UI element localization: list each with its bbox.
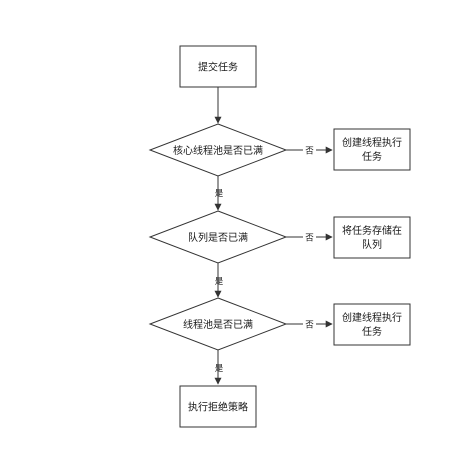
node-store-in-queue: 将任务存储在 队列 bbox=[333, 216, 411, 259]
edge-label-no-2: 否 bbox=[305, 234, 314, 244]
node-store-in-queue-line1: 将任务存储在 bbox=[342, 224, 402, 237]
node-reject-policy: 执行拒绝策略 bbox=[179, 385, 257, 428]
decision-core-pool-full: 核心线程池是否已满 bbox=[148, 123, 288, 177]
edge-label-yes-2: 是 bbox=[215, 277, 224, 287]
node-store-in-queue-line2: 队列 bbox=[362, 238, 382, 251]
edge-label-yes-1: 是 bbox=[215, 189, 224, 199]
edge-label-no-3: 否 bbox=[305, 321, 314, 331]
node-create-extra-thread-line2: 任务 bbox=[362, 325, 382, 338]
decision-core-pool-full-label: 核心线程池是否已满 bbox=[173, 144, 263, 157]
edge-label-no-1: 否 bbox=[305, 147, 314, 157]
decision-thread-pool-full: 线程池是否已满 bbox=[148, 297, 288, 351]
decision-queue-full-label: 队列是否已满 bbox=[188, 231, 248, 244]
node-create-core-thread: 创建线程执行 任务 bbox=[333, 128, 411, 171]
decision-thread-pool-full-label: 线程池是否已满 bbox=[183, 318, 253, 331]
node-create-extra-thread: 创建线程执行 任务 bbox=[333, 303, 411, 346]
node-create-core-thread-line2: 任务 bbox=[362, 150, 382, 163]
edge-label-yes-3: 是 bbox=[215, 364, 224, 374]
node-reject-policy-label: 执行拒绝策略 bbox=[188, 401, 248, 414]
decision-queue-full: 队列是否已满 bbox=[148, 210, 288, 264]
node-submit-task-label: 提交任务 bbox=[198, 61, 238, 74]
node-submit-task: 提交任务 bbox=[179, 45, 257, 88]
node-create-extra-thread-line1: 创建线程执行 bbox=[342, 311, 402, 324]
node-create-core-thread-line1: 创建线程执行 bbox=[342, 136, 402, 149]
